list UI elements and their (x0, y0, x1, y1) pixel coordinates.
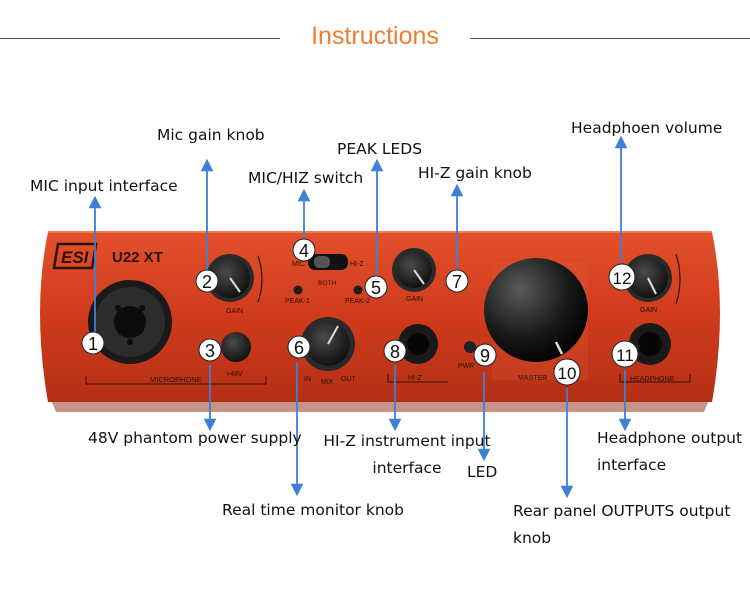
badge-10: 10 (553, 358, 581, 386)
headphone-jack (629, 323, 671, 365)
callout-badges: 1 2 3 4 5 6 7 8 9 10 11 12 (81, 238, 639, 386)
hiz-gain-knob (392, 248, 436, 292)
phantom-label: +48V (226, 371, 243, 378)
svg-text:3: 3 (205, 341, 215, 361)
brand-logo: ESI (52, 242, 98, 270)
badge-1: 1 (81, 331, 105, 355)
title-rule-left (0, 38, 280, 39)
svg-text:5: 5 (371, 278, 381, 298)
label-peak-leds: PEAK LEDS (337, 140, 423, 158)
peak2-led (353, 285, 363, 295)
svg-text:ESI: ESI (61, 248, 90, 267)
svg-text:1: 1 (88, 334, 98, 354)
title-rule-right (470, 38, 750, 39)
svg-text:8: 8 (390, 342, 400, 362)
svg-text:4: 4 (299, 241, 309, 261)
label-hiz-input: HI-Z instrument input interface (323, 432, 491, 477)
svg-text:10: 10 (558, 364, 577, 383)
in-label: IN (304, 376, 311, 383)
svg-text:2: 2 (202, 272, 212, 292)
mic-gain-knob (206, 254, 254, 302)
svg-text:7: 7 (452, 272, 462, 292)
badge-6: 6 (287, 335, 311, 359)
callout-arrows (88, 135, 632, 499)
label-phantom: 48V phantom power supply (88, 429, 302, 447)
badge-9: 9 (473, 343, 497, 367)
mic-label: MIC (292, 261, 305, 268)
both-label: BOTH (318, 280, 336, 287)
master-label: MASTER (518, 375, 547, 382)
label-led: LED (467, 463, 498, 481)
microphone-label: MICROPHONE (150, 375, 202, 384)
badge-7: 7 (445, 269, 469, 293)
badge-4: 4 (292, 238, 316, 262)
label-switch: MIC/HIZ switch (248, 169, 364, 187)
badge-5: 5 (364, 275, 388, 299)
svg-text:11: 11 (616, 346, 634, 365)
label-mic-gain: Mic gain knob (157, 126, 265, 144)
label-outputs-knob: Rear panel OUTPUTS output knob (513, 502, 731, 547)
svg-text:6: 6 (294, 338, 304, 358)
master-knob (484, 258, 588, 380)
phantom-button (221, 332, 251, 362)
peak1-led (293, 285, 303, 295)
label-headphone-volume: Headphoen volume (571, 119, 723, 137)
mic-input-jack (88, 280, 172, 364)
hiz-input-jack (398, 324, 438, 364)
svg-text:9: 9 (480, 346, 490, 366)
mix-knob (301, 317, 355, 371)
mix-label: MIX (321, 379, 334, 386)
pwr-label: PWR (458, 363, 474, 370)
headphone-label: HEADPHONE (630, 376, 675, 383)
svg-text:12: 12 (613, 269, 632, 288)
page-title: Instructions (311, 22, 439, 50)
label-monitor-knob: Real time monitor knob (222, 501, 404, 519)
badge-2: 2 (195, 269, 219, 293)
headphone-volume-knob (624, 254, 672, 302)
pwr-led (464, 341, 476, 353)
hiz-switch-label: HI-Z (350, 261, 364, 268)
gain-left-label: GAIN (226, 308, 243, 315)
out-label: OUT (341, 376, 357, 383)
badge-11: 11 (611, 340, 639, 368)
badge-3: 3 (198, 338, 222, 362)
peak2-label: PEAK-2 (345, 298, 370, 305)
mic-hiz-switch (308, 254, 348, 270)
badge-12: 12 (608, 263, 636, 291)
label-mic-input: MIC input interface (30, 177, 178, 195)
gain-hiz-label: GAIN (406, 296, 423, 303)
model-name: U22 XT (112, 249, 163, 266)
hiz-label: HI-Z (408, 375, 422, 382)
badge-8: 8 (383, 339, 407, 363)
gain-right-label: GAIN (640, 307, 657, 314)
label-hiz-gain: HI-Z gain knob (418, 164, 532, 182)
peak1-label: PEAK-1 (285, 298, 310, 305)
label-headphone-output: Headphone output interface (597, 429, 743, 474)
